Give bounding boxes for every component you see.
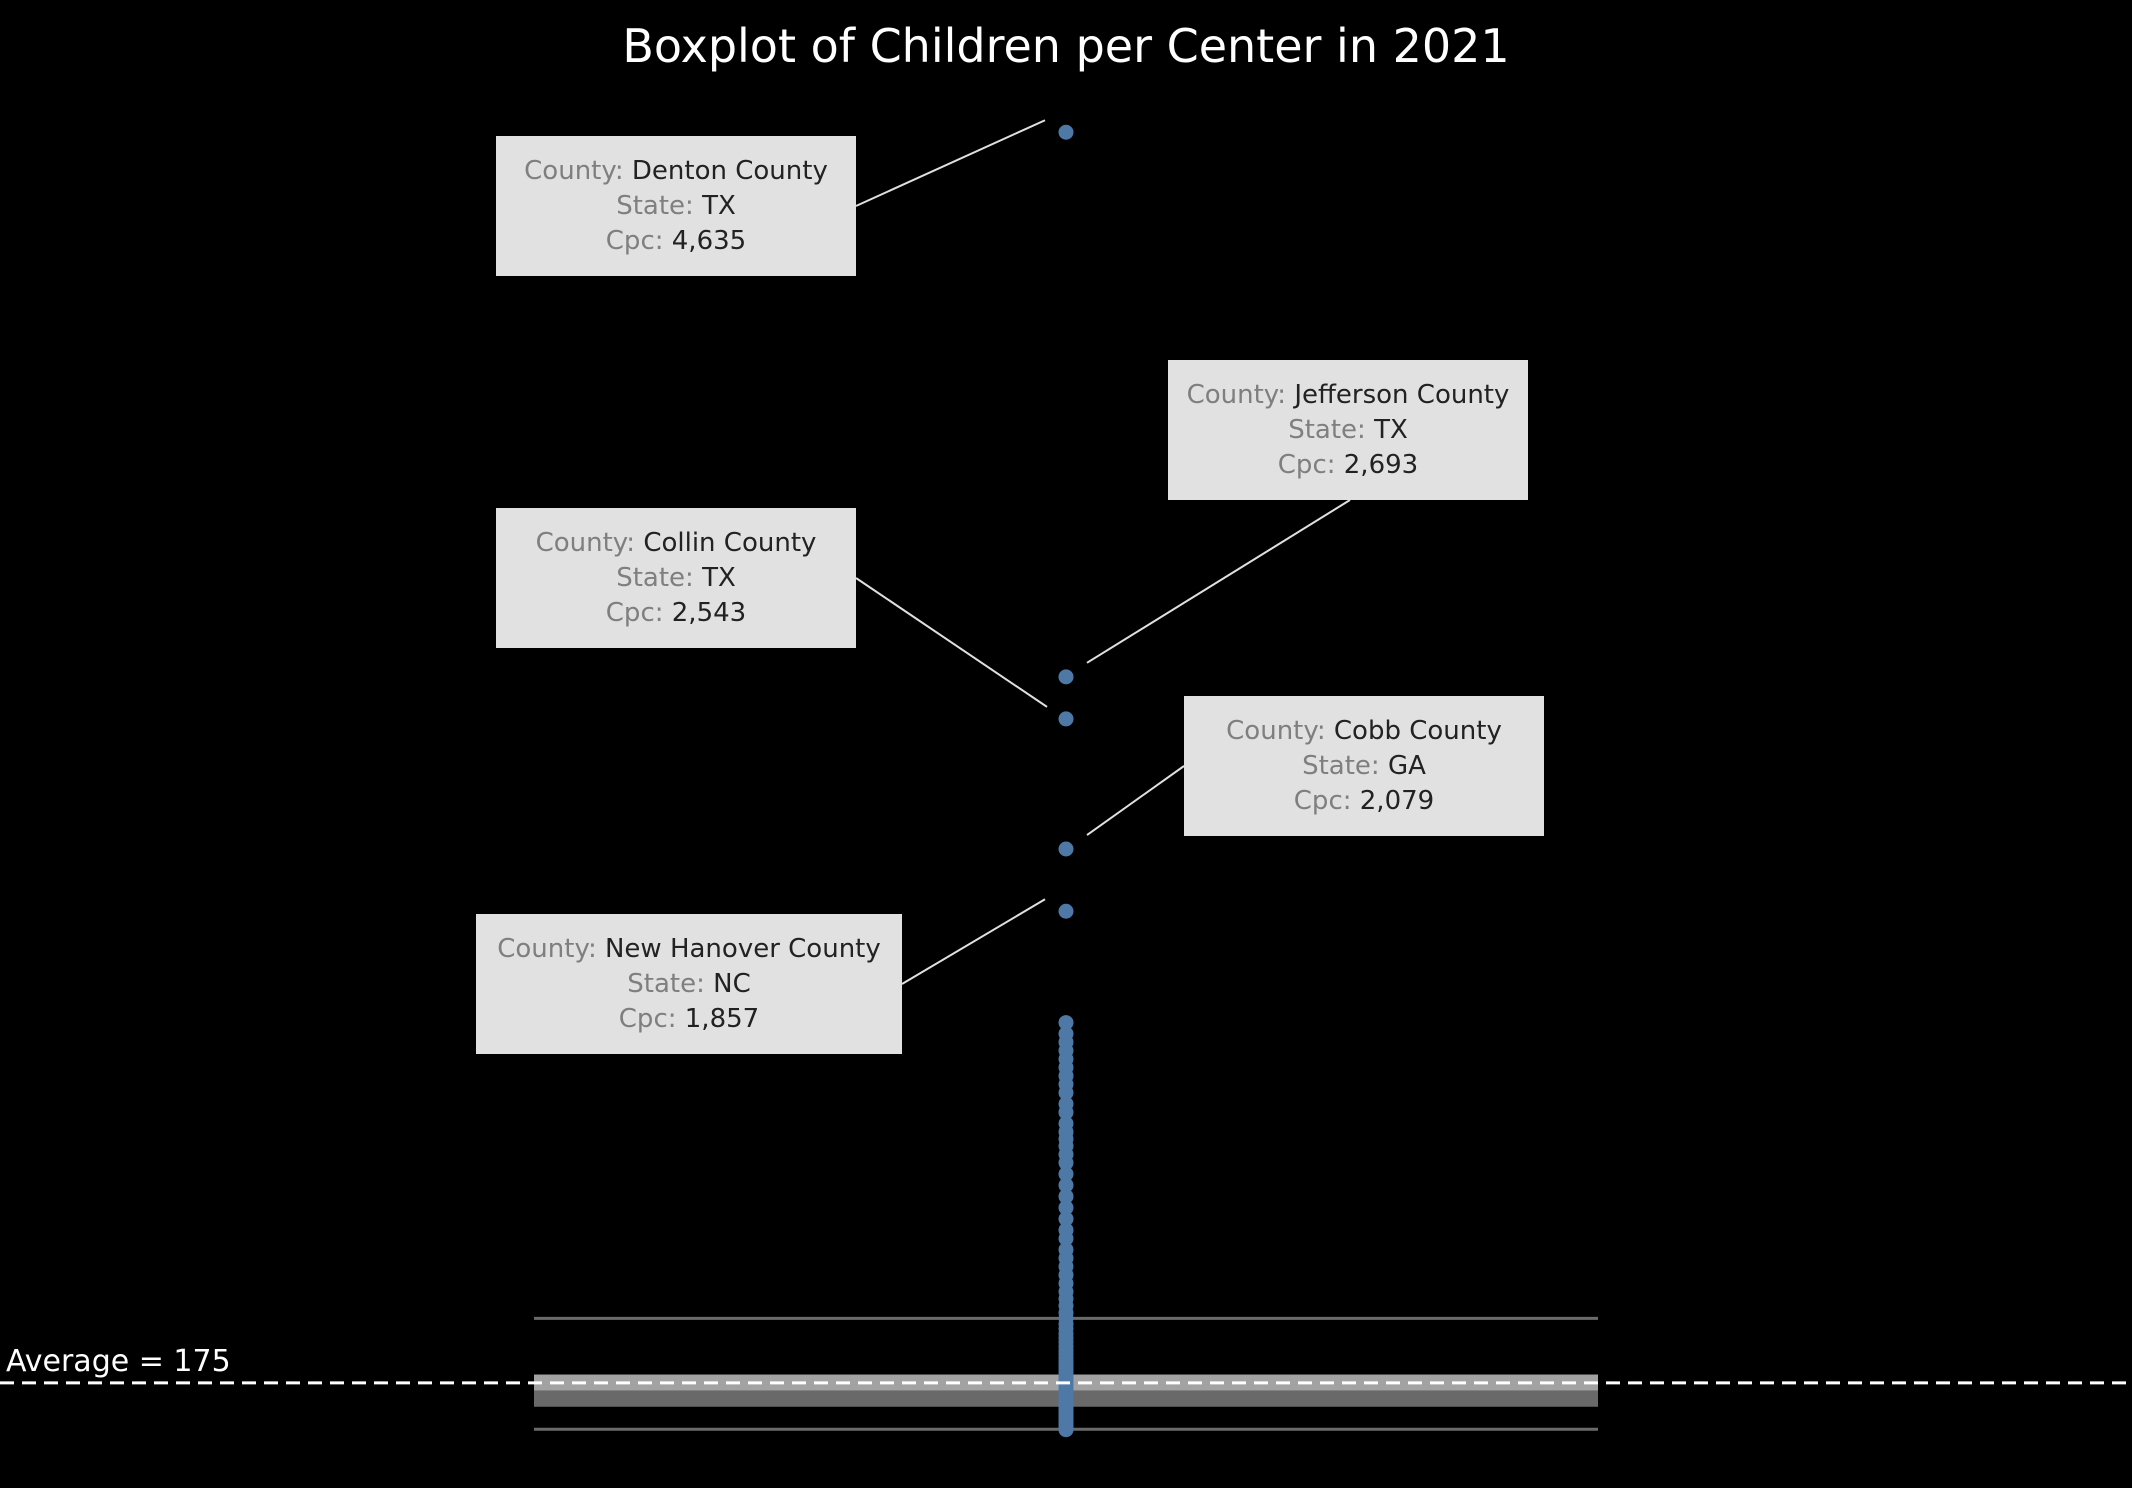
annotation-cpc-value: 2,693 — [1344, 450, 1418, 480]
annotation-state-row: State: TX — [616, 191, 736, 221]
annotation-leader-line — [855, 577, 1048, 708]
annotation-state-row: State: TX — [616, 563, 736, 593]
annotation-cpc-key: Cpc: — [619, 1004, 685, 1034]
annotation-cpc-key: Cpc: — [606, 226, 672, 256]
annotation-state-key: State: — [616, 191, 702, 221]
data-point — [1058, 1096, 1074, 1112]
annotation-cpc-row: Cpc: 2,693 — [1278, 450, 1418, 480]
annotation-state-row: State: TX — [1288, 415, 1408, 445]
data-point — [1058, 1026, 1074, 1042]
annotation-county-value: New Hanover County — [605, 934, 881, 964]
annotation-box — [1168, 360, 1528, 500]
annotation-state-key: State: — [616, 563, 702, 593]
annotation-cpc-value: 2,079 — [1360, 786, 1434, 816]
data-point — [1058, 1166, 1074, 1182]
annotation-state-row: State: GA — [1302, 751, 1426, 781]
chart-title: Boxplot of Children per Center in 2021 — [622, 19, 1509, 73]
annotation-cpc-value: 4,635 — [672, 226, 746, 256]
data-point — [1058, 903, 1074, 919]
annotation-county-value: Denton County — [632, 156, 828, 186]
annotation-state-value: GA — [1388, 751, 1426, 781]
annotation-cpc-value: 1,857 — [685, 1004, 759, 1034]
data-point — [1058, 1242, 1074, 1258]
annotation-county-key: County: — [1187, 380, 1295, 410]
data-point — [1058, 841, 1074, 857]
annotation-cpc-value: 2,543 — [672, 598, 746, 628]
data-point — [1058, 669, 1074, 685]
annotation-box — [496, 508, 856, 648]
data-point — [1058, 1222, 1074, 1238]
annotation-county-row: County: Collin County — [536, 528, 817, 558]
data-point — [1058, 711, 1074, 727]
annotation-state-row: State: NC — [627, 969, 750, 999]
annotation-leader-line — [1086, 765, 1185, 836]
data-point — [1058, 1188, 1074, 1204]
annotation-state-key: State: — [1288, 415, 1374, 445]
annotation-cpc-key: Cpc: — [606, 598, 672, 628]
annotation-cpc-row: Cpc: 2,079 — [1294, 786, 1434, 816]
annotation-cpc-row: Cpc: 2,543 — [606, 598, 746, 628]
average-label: Average = 175 — [6, 1344, 231, 1379]
annotation-leader-line — [1086, 499, 1351, 664]
annotation-county-row: County: Denton County — [524, 156, 828, 186]
data-point — [1058, 1116, 1074, 1132]
annotation-state-key: State: — [627, 969, 713, 999]
annotation-county-value: Collin County — [643, 528, 816, 558]
annotation-state-value: TX — [1373, 415, 1408, 445]
annotation-county-key: County: — [1226, 716, 1334, 746]
points-layer — [1058, 124, 1074, 1438]
data-point — [1058, 124, 1074, 140]
data-point — [1058, 1177, 1074, 1193]
annotation-county-value: Jefferson County — [1292, 380, 1509, 410]
annotation-leader-line — [901, 898, 1046, 985]
annotation-county-key: County: — [536, 528, 644, 558]
annotation-cpc-row: Cpc: 4,635 — [606, 226, 746, 256]
annotation-county-value: Cobb County — [1334, 716, 1502, 746]
annotation-county-key: County: — [524, 156, 632, 186]
annotation-box — [496, 136, 856, 276]
annotation-state-value: NC — [713, 969, 751, 999]
annotation-state-key: State: — [1302, 751, 1388, 781]
annotation-county-row: County: New Hanover County — [497, 934, 881, 964]
annotation-cpc-key: Cpc: — [1294, 786, 1360, 816]
annotation-cpc-row: Cpc: 1,857 — [619, 1004, 759, 1034]
annotation-box — [1184, 696, 1544, 836]
data-point — [1058, 1015, 1074, 1031]
annotation-county-row: County: Cobb County — [1226, 716, 1502, 746]
annotation-box — [476, 914, 902, 1054]
data-point — [1058, 1211, 1074, 1227]
annotation-state-value: TX — [701, 191, 736, 221]
data-point — [1058, 1200, 1074, 1216]
reference-line-layer: Average = 175 — [0, 1344, 2132, 1385]
annotation-leader-line — [855, 119, 1046, 207]
annotation-state-value: TX — [701, 563, 736, 593]
annotation-county-key: County: — [497, 934, 605, 964]
annotation-county-row: County: Jefferson County — [1187, 380, 1510, 410]
annotation-cpc-key: Cpc: — [1278, 450, 1344, 480]
